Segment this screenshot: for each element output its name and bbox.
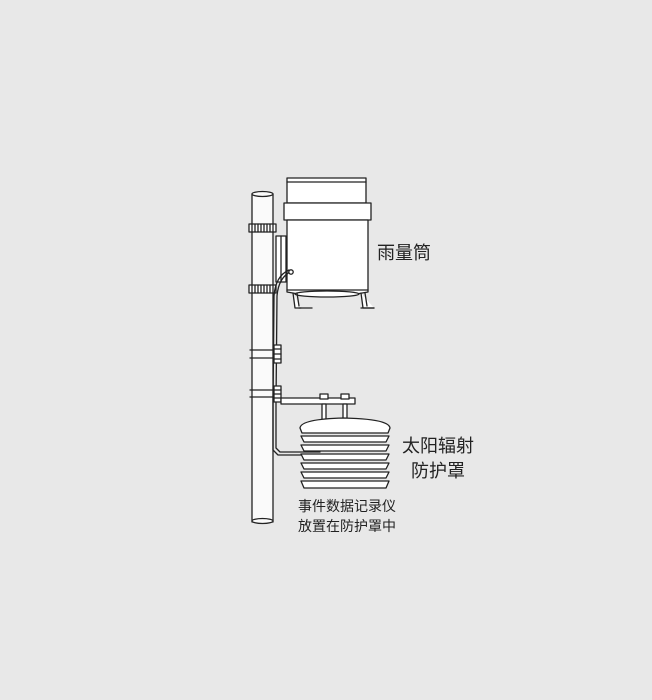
logger-note-label: 事件数据记录仪 放置在防护罩中 <box>298 497 396 537</box>
pole-clamp-upper <box>248 223 277 233</box>
radiation-shield-label-line1: 太阳辐射 <box>402 436 474 457</box>
radiation-shield-label-line2: 防护罩 <box>411 461 465 482</box>
radiation-shield <box>299 417 391 489</box>
rain-gauge-label: 雨量筒 <box>377 243 431 264</box>
signal-cable <box>272 269 321 456</box>
pole-clamp-lower <box>248 284 277 294</box>
logger-note-line2: 放置在防护罩中 <box>298 519 396 535</box>
logger-note-line1: 事件数据记录仪 <box>298 499 396 515</box>
radiation-shield-label: 太阳辐射 防护罩 <box>402 434 474 484</box>
rain-gauge <box>283 177 375 309</box>
u-bolt-upper <box>249 344 282 364</box>
shield-support-arm <box>280 393 356 421</box>
u-bolt-lower <box>249 385 282 403</box>
